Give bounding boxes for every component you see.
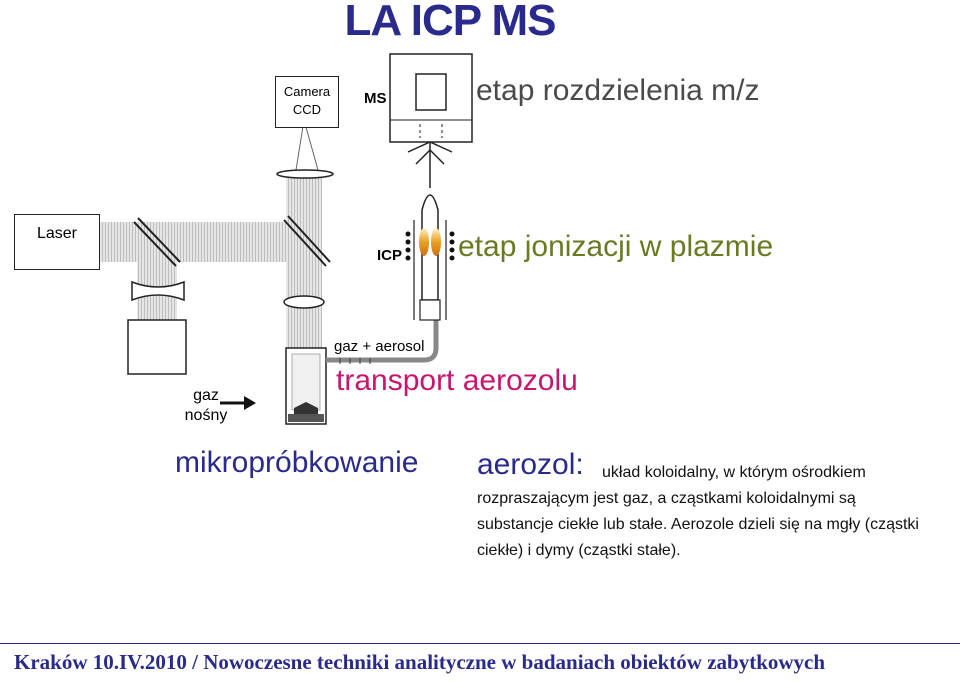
stage-sampling-label: mikropróbkowanie [175,446,419,479]
ms-label: MS [364,90,387,107]
page-title: LA ICP MS [344,0,556,45]
carrier-gas-label-line2: nośny [184,407,228,424]
stage-ionization-label: etap jonizacji w plazmie [458,230,774,263]
footer-divider [0,643,960,644]
carrier-gas-label: gaz nośny [170,386,242,426]
camera-ccd-box: Camera CCD [275,76,339,128]
gas-aerosol-label: gaz + aerosol [334,338,425,355]
carrier-gas-label-line1: gaz [193,387,219,404]
mirror-1 [133,217,181,267]
definition-body: układ koloidalny, w którym ośrodkiem roz… [477,464,919,559]
laser-beam-horizontal [100,222,320,262]
definition-term: aerozol: [477,448,584,481]
attenuator-box [127,319,187,375]
ablation-cell [285,347,327,425]
sampler-cone [407,140,453,188]
laser-beam-sample-vertical [286,170,322,350]
carrier-gas-arrow [220,396,256,410]
transfer-tube [326,300,439,363]
laser-label: Laser [36,225,78,242]
icp-label: ICP [377,247,403,264]
camera-label-line1: Camera [283,84,331,99]
camera-lens [276,119,334,179]
focusing-lens [283,295,325,309]
stage-separation-label: etap rozdzielenia m/z [476,74,760,107]
icp-torch [405,194,455,321]
stage-transport-label: transport aerozolu [336,364,578,397]
laser-beam-left-vertical [137,248,177,320]
ms-analyzer-box [389,53,473,143]
mirror-2 [283,215,331,267]
camera-label-line2: CCD [292,102,322,117]
lens-concave [131,280,185,302]
footer-text: Kraków 10.IV.2010 / Nowoczesne techniki … [14,650,826,674]
laser-box: Laser [14,214,100,270]
